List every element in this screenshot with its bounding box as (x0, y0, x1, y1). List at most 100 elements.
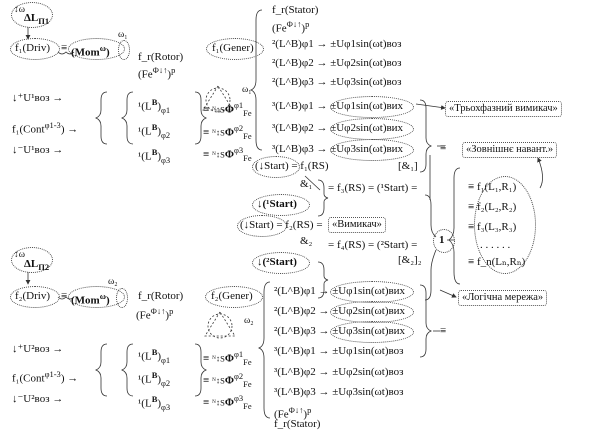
cont2-close: ) → (61, 373, 78, 385)
flux2-row-2-phi: Φ (225, 375, 234, 387)
start1-ellipse (252, 194, 310, 216)
flux2-row-1-ns: ᴺ↕S (212, 354, 225, 364)
flux1-row-2-sup: φ2 (234, 123, 243, 133)
fe1-p: p (171, 65, 175, 75)
flux2-row-1-phi: Φ (225, 353, 234, 365)
flux2-row-3-fe: Fe (243, 401, 252, 411)
out2-ellipse-2 (330, 301, 414, 323)
u1-top: ↓⁺U¹вoз → (12, 92, 63, 104)
lb1-row-1-sub: φ1 (161, 105, 170, 115)
flux1-row-3-ns: ᴺ↕S (212, 150, 225, 160)
lb2-row-3-label: ¹(L (138, 398, 152, 410)
rotor2: f_r(Rotor) (138, 290, 183, 302)
flux2-row-3-phi: Φ (225, 397, 234, 409)
f3: = f₃(RS) = (¹Start) = (328, 182, 417, 194)
lb2-row-3-sub: φ3 (161, 402, 170, 412)
load-ellipse (474, 176, 536, 274)
flux2-row-2-fe: Fe (243, 379, 252, 389)
cont2: f₁(Contφ1-3) → (12, 368, 78, 385)
fe1: (FeΦ↓↑)p (138, 64, 175, 81)
gener2-ellipse (205, 286, 263, 308)
eq-bottom: ≡ (440, 325, 446, 337)
start-rs-1-ellipse (252, 156, 300, 178)
flux1-row-2-fe: Fe (243, 131, 252, 141)
fe1-label: (Fe (138, 69, 153, 81)
fe2b-sup: Φ↓↑ (289, 405, 304, 415)
flux1-row-2: ≡ ᴺ↕SΦφ2Fe (203, 122, 252, 142)
fe2-p: p (169, 306, 173, 316)
switch-label: «Вимикач» (328, 217, 386, 233)
and2b: [&₂]₂ (398, 254, 422, 266)
flux2-row-1-sup: φ1 (234, 349, 243, 359)
eq-top: ≡ (440, 142, 446, 154)
omega2b: ω₂ (244, 315, 254, 327)
fe1b: (FeΦ↓↑)p (272, 18, 309, 35)
lb2-row-3: ¹(LB)φ3 (138, 393, 170, 413)
gen1-row-2: ²(L^B)φ2 → ±Uφ2sin(ωt)воз (272, 57, 401, 69)
gen1-row-3: ²(L^B)φ3 → ±Uφ3sin(ωt)воз (272, 76, 401, 88)
flux2-row-2: ≡ ᴺ↕SΦφ2Fe (203, 370, 252, 390)
flux2-row-3: ≡ ᴺ↕SΦφ3Fe (203, 392, 252, 412)
delta-l1-ellipse (11, 2, 53, 28)
flux1-row-3-fe: Fe (243, 153, 252, 163)
cont1-label: f₁(Cont (12, 124, 45, 136)
fe2: (FeΦ↓↑)p (136, 305, 173, 322)
omega1b: ω₁ (242, 84, 252, 96)
flux2-row-3-ns: ᴺ↕S (212, 398, 225, 408)
f4: = f₄(RS) = (²Start) = (328, 239, 417, 251)
flux1-row-3-sup: φ3 (234, 145, 243, 155)
lb1-row-2: ¹(LB)φ2 (138, 121, 170, 141)
omega1-loop (118, 40, 130, 60)
driv1-equiv: ≡ (61, 42, 67, 54)
driv2-equiv: ≡ (61, 290, 67, 302)
gen1-row-1: ²(L^B)φ1 → ±Uφ1sin(ωt)воз (272, 38, 401, 50)
fe2-sup: Φ↓↑ (151, 306, 166, 316)
lb2-row-2-sub: φ2 (161, 378, 170, 388)
flux1-row-1-sup: φ1 (234, 100, 243, 110)
u2-bot: ↓⁻U²вoз → (12, 393, 63, 405)
fe2-label: (Fe (136, 310, 151, 322)
omega2-loop (116, 288, 128, 308)
flux1-row-1-phi: Φ (225, 104, 234, 116)
gen2-row-5: ³(L^B)φ2 → ±Uφ2sin(ωt)воз (274, 366, 403, 378)
flux1-row-1-ns: ᴺ↕S (212, 105, 225, 115)
cont1-close: ) → (61, 124, 78, 136)
fe1b-sup: Φ↓↑ (287, 19, 302, 29)
flux1-row-1-fe: Fe (243, 108, 252, 118)
and2: &₂ (300, 235, 312, 247)
stator2: f_r(Stator) (274, 418, 320, 430)
cont2-sup: φ1-3 (45, 369, 61, 379)
out2-ellipse-3 (330, 321, 414, 343)
out-ellipse-2 (330, 118, 414, 140)
cont1-sup: φ1-3 (45, 120, 61, 130)
gener1-ellipse (206, 38, 264, 60)
out-ellipse-1 (330, 96, 414, 118)
cont1: f₁(Contφ1-3) → (12, 119, 78, 136)
flux2-row-1-fe: Fe (243, 357, 252, 367)
flux1-row-2-ns: ᴺ↕S (212, 128, 225, 138)
start-rs-2-ellipse (237, 215, 287, 237)
flux2-row-1: ≡ ᴺ↕SΦφ1Fe (203, 348, 252, 368)
lb2-row-1-sub: φ1 (161, 355, 170, 365)
lb1-row-1: ¹(LB)φ1 (138, 96, 170, 116)
u1-bot: ↓⁻U¹вoз → (12, 144, 63, 156)
fe1b-label: (Fe (272, 23, 287, 35)
flux2-row-3-sup: φ3 (234, 393, 243, 403)
lb2-row-1-label: ¹(L (138, 351, 152, 363)
gen2-row-6: ³(L^B)φ3 → ±Uφ3sin(ωt)воз (274, 386, 403, 398)
u2-top: ↓⁺U²вoз → (12, 343, 63, 355)
lb2-row-2-label: ¹(L (138, 374, 152, 386)
mom1-ellipse (68, 38, 125, 60)
fe1-sup: Φ↓↑ (153, 65, 168, 75)
cont2-label: f₁(Cont (12, 373, 45, 385)
gen2-row-4: ³(L^B)φ1 → ±Uφ1sin(ωt)воз (274, 345, 403, 357)
fe2b-p: p (307, 405, 311, 415)
flux1-row-3-phi: Φ (225, 149, 234, 161)
flux2-row-2-sup: φ2 (234, 371, 243, 381)
lb2-row-2: ¹(LB)φ2 (138, 369, 170, 389)
out2-ellipse-1 (330, 281, 414, 303)
stator1: f_r(Stator) (272, 4, 318, 16)
flux1-row-3: ≡ ᴺ↕SΦφ3Fe (203, 144, 252, 164)
out-ellipse-3 (330, 139, 414, 161)
